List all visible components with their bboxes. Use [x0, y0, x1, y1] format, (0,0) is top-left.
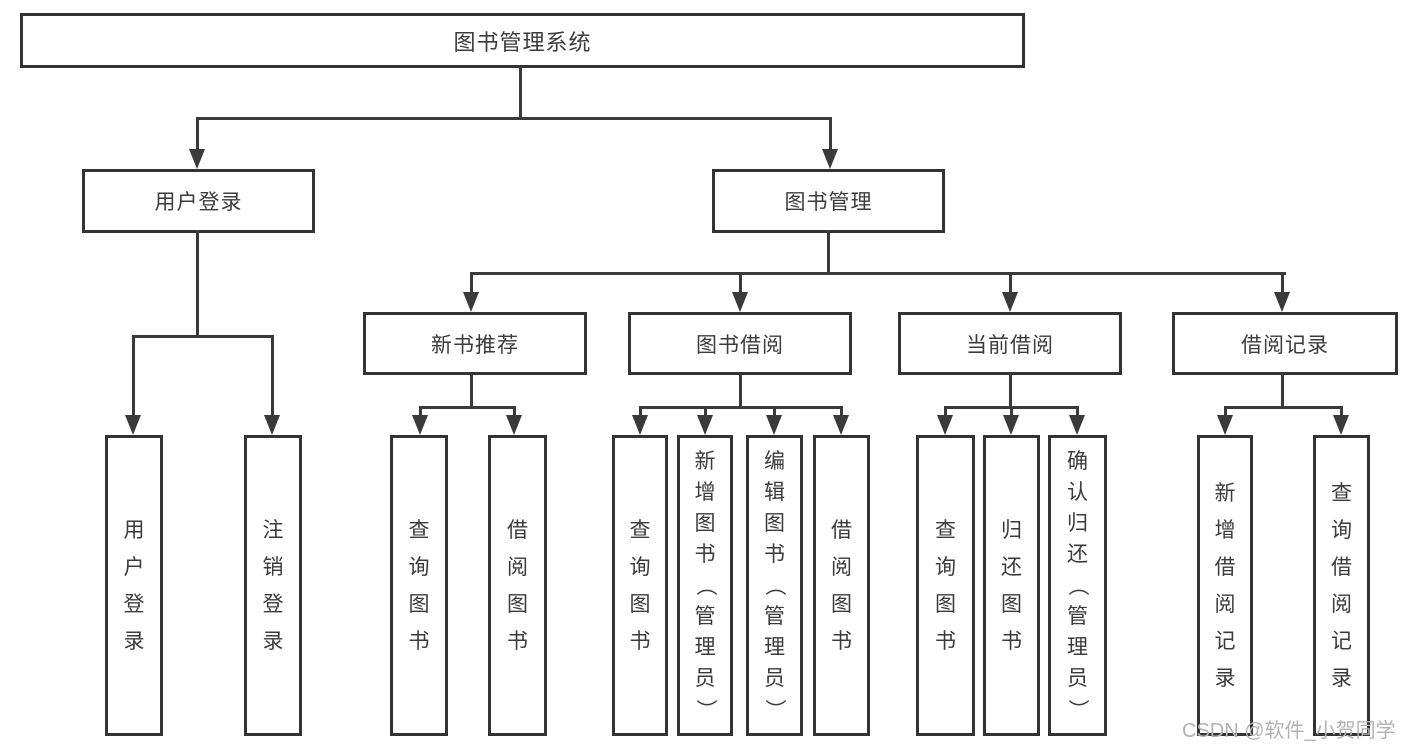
leaf-query-books-current: 查询图书 [916, 435, 975, 736]
leaf-query-borrow-record: 查询借阅记录 [1313, 435, 1370, 736]
arrow-to-new-book-recommend [463, 292, 479, 312]
connector-recommend-trunk [470, 373, 473, 408]
connector-root-rail [196, 117, 832, 120]
leaf-return-book: 归还图书 [983, 435, 1040, 736]
arrow-to-add-borrow-record [1217, 415, 1233, 435]
connector-borrowing-arm-2 [704, 406, 707, 418]
arrow-to-leaf-user-login [125, 415, 141, 435]
connector-bookmgmt-trunk [827, 230, 830, 274]
connector-root-trunk [519, 66, 522, 119]
leaf-query-books-recommend: 查询图书 [390, 435, 448, 736]
arrow-to-current-borrowing [1002, 292, 1018, 312]
leaf-borrow-books-recommend: 借阅图书 [488, 435, 547, 736]
node-book-management: 图书管理 [712, 169, 945, 233]
connector-userlogin-arm-right [271, 335, 274, 419]
node-borrowing-records: 借阅记录 [1172, 312, 1398, 375]
connector-records-rail [1224, 406, 1343, 409]
csdn-watermark: CSDN @软件_小贺同学 [1182, 720, 1396, 742]
arrow-to-book-management [822, 149, 838, 169]
arrow-to-borrow-books-recommend [506, 415, 522, 435]
arrow-to-edit-book-admin [766, 415, 782, 435]
connector-root-arm-right [829, 117, 832, 153]
arrow-to-return-book [1003, 415, 1019, 435]
node-root: 图书管理系统 [20, 13, 1025, 68]
connector-records-trunk [1281, 373, 1284, 408]
connector-borrowing-arm-4 [840, 406, 843, 418]
connector-records-arm-2 [1340, 406, 1343, 418]
leaf-add-borrow-record: 新增借阅记录 [1197, 435, 1253, 736]
arrow-to-query-borrow-record [1333, 415, 1349, 435]
leaf-query-books-borrowing: 查询图书 [612, 435, 668, 736]
leaf-borrow-books-borrowing: 借阅图书 [813, 435, 870, 736]
connector-recommend-arm-2 [513, 406, 516, 418]
connector-current-trunk [1009, 373, 1012, 408]
connector-bookmgmt-arm-1 [470, 272, 473, 296]
leaf-edit-book-admin: 编辑图书（管理员） [746, 435, 803, 736]
connector-bookmgmt-arm-2 [739, 272, 742, 296]
connector-recommend-rail [419, 406, 516, 409]
connector-userlogin-trunk [196, 230, 199, 337]
connector-current-arm-1 [944, 406, 947, 418]
node-user-login: 用户登录 [82, 169, 315, 233]
connector-current-arm-3 [1076, 406, 1079, 418]
leaf-user-login: 用户登录 [105, 435, 163, 736]
connector-bookmgmt-arm-4 [1281, 272, 1284, 296]
node-current-borrowing: 当前借阅 [898, 312, 1122, 375]
connector-borrowing-rail [639, 406, 843, 409]
arrow-to-add-book-admin [697, 415, 713, 435]
connector-userlogin-rail [132, 335, 274, 338]
arrow-to-borrowing-records [1274, 292, 1290, 312]
connector-borrowing-arm-1 [639, 406, 642, 418]
node-new-book-recommend: 新书推荐 [363, 312, 587, 375]
arrow-to-confirm-return-admin [1069, 415, 1085, 435]
connector-borrowing-arm-3 [773, 406, 776, 418]
arrow-to-leaf-logout [264, 415, 280, 435]
leaf-add-book-admin: 新增图书（管理员） [677, 435, 733, 736]
leaf-confirm-return-admin: 确认归还（管理员） [1048, 435, 1107, 736]
connector-root-arm-left [196, 117, 199, 153]
connector-records-arm-1 [1224, 406, 1227, 418]
arrow-to-borrow-books-borrowing [833, 415, 849, 435]
connector-current-arm-2 [1010, 406, 1013, 418]
connector-recommend-arm-1 [419, 406, 422, 418]
arrow-to-book-borrowing [732, 292, 748, 312]
connector-bookmgmt-arm-3 [1009, 272, 1012, 296]
leaf-logout: 注销登录 [244, 435, 302, 736]
node-book-borrowing: 图书借阅 [628, 312, 852, 375]
arrow-to-query-books-current [937, 415, 953, 435]
connector-borrowing-trunk [739, 373, 742, 408]
arrow-to-query-books-recommend [412, 415, 428, 435]
connector-bookmgmt-rail [470, 272, 1286, 275]
arrow-to-query-books-borrowing [632, 415, 648, 435]
arrow-to-user-login [189, 149, 205, 169]
connector-userlogin-arm-left [132, 335, 135, 419]
